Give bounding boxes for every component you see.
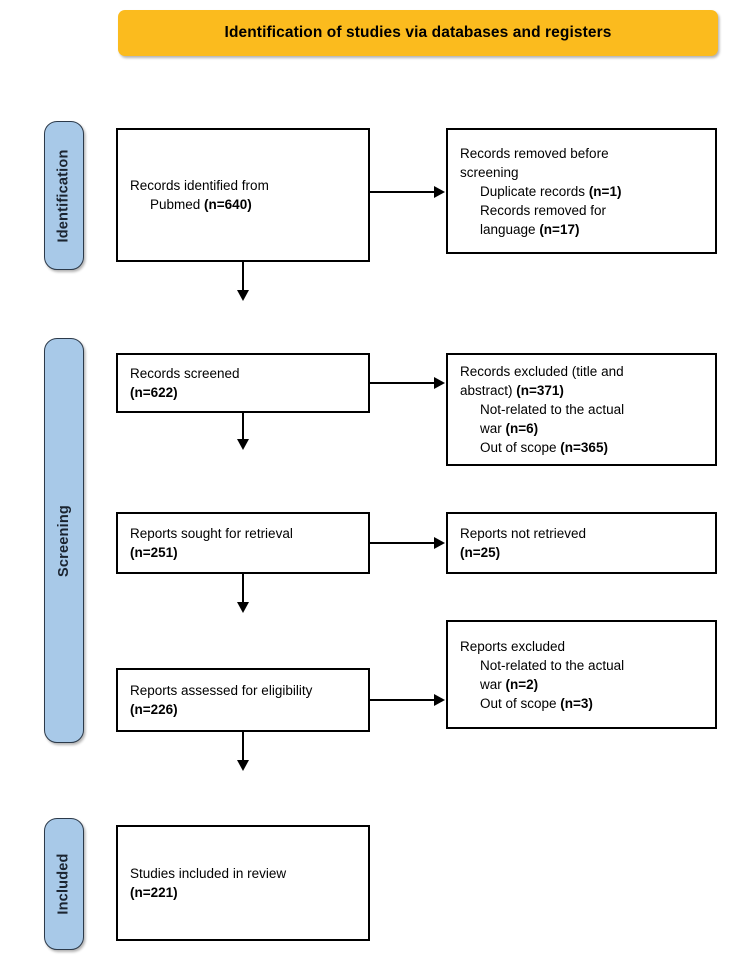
header-banner: Identification of studies via databases … (118, 10, 718, 56)
box-text-plain: war (480, 421, 506, 436)
box-text-count: (n=221) (130, 885, 178, 900)
banner-title: Identification of studies via databases … (224, 24, 612, 41)
box-text-line: (n=221) (130, 883, 356, 902)
box-text-plain: Studies included in review (130, 866, 287, 881)
box-text-count: (n=2) (505, 676, 539, 692)
box-text-line: Reports assessed for eligibility (130, 681, 356, 700)
box-text-plain: Out of scope (480, 440, 561, 455)
box-text-plain: Records screened (130, 366, 240, 381)
box-text-line: Out of scope (n=365) (460, 438, 703, 457)
box-text-line: (n=226) (130, 700, 356, 719)
box-records-screened: Records screened (n=622) (116, 353, 370, 413)
box-text-line: Reports not retrieved (460, 524, 703, 543)
stage-label-screening-text: Screening (56, 504, 73, 577)
box-text-line: Records identified from (130, 176, 356, 195)
box-text-line: war (n=6) (460, 419, 703, 438)
box-text-count: (n=3) (560, 695, 593, 711)
box-text-count: (n=1) (588, 183, 622, 199)
box-text-count: (n=6) (505, 421, 539, 436)
box-text-line: Reports excluded (460, 637, 703, 656)
box-text-line: Out of scope (n=3) (460, 694, 703, 713)
box-text-line: Not-related to the actual (460, 656, 703, 675)
box-text-count: (n=251) (130, 545, 178, 560)
box-reports-not-retrieved: Reports not retrieved (n=25) (446, 512, 717, 574)
box-text-line: Studies included in review (130, 864, 356, 883)
box-text-line: Records screened (130, 364, 356, 383)
box-text-plain: Reports sought for retrieval (130, 526, 293, 541)
stage-label-included: Included (44, 818, 84, 950)
box-text-line: (n=251) (130, 543, 356, 562)
box-text-count: (n=622) (130, 385, 178, 400)
box-text-line: Duplicate records (n=1) (460, 182, 703, 201)
box-text-line: language (n=17) (460, 220, 703, 239)
box-text-plain: Not-related to the actual (480, 657, 625, 673)
box-text-count: (n=226) (130, 702, 178, 717)
box-text-line: screening (460, 163, 703, 182)
box-text-plain: Reports excluded (460, 638, 566, 654)
box-text-plain: Records excluded (title and (460, 364, 624, 379)
box-text-plain: Records removed for (480, 202, 607, 218)
box-text-count: (n=365) (560, 440, 608, 455)
box-text-plain: screening (460, 164, 519, 180)
box-text-count: (n=640) (204, 197, 252, 212)
box-text-plain: war (480, 676, 506, 692)
box-text-plain: abstract) (460, 383, 517, 398)
box-text-plain: Not-related to the actual (480, 402, 625, 417)
box-studies-included: Studies included in review (n=221) (116, 825, 370, 941)
box-reports-sought: Reports sought for retrieval (n=251) (116, 512, 370, 574)
box-text-plain: Reports assessed for eligibility (130, 683, 313, 698)
box-text-line: Records removed for (460, 201, 703, 220)
box-text-line: Reports sought for retrieval (130, 524, 356, 543)
box-text-line: Records excluded (title and (460, 362, 703, 381)
box-text-line: Records removed before (460, 144, 703, 163)
stage-label-identification-text: Identification (56, 148, 72, 243)
box-text-line: Pubmed (n=640) (130, 195, 356, 214)
box-text-count: (n=17) (539, 221, 580, 237)
box-reports-assessed: Reports assessed for eligibility (n=226) (116, 668, 370, 732)
box-text-line: (n=25) (460, 543, 703, 562)
box-text-plain: Records removed before (460, 145, 609, 161)
box-text-plain: Duplicate records (480, 183, 589, 199)
box-text-line: Not-related to the actual (460, 400, 703, 419)
box-text-plain: Records identified from (130, 178, 269, 193)
box-text-line: (n=622) (130, 383, 356, 402)
box-text-line: abstract) (n=371) (460, 381, 703, 400)
box-text-plain: Out of scope (480, 695, 561, 711)
stage-label-included-text: Included (56, 853, 72, 915)
stage-label-identification: Identification (44, 121, 84, 270)
box-text-line: war (n=2) (460, 675, 703, 694)
stage-label-screening: Screening (44, 338, 84, 743)
box-text-plain: language (480, 221, 540, 237)
box-text-count: (n=25) (460, 545, 501, 560)
box-text-count: (n=371) (516, 383, 564, 398)
box-text-plain: Pubmed (150, 197, 205, 212)
box-records-excluded: Records excluded (title and abstract) (n=… (446, 353, 717, 466)
box-text-plain: Reports not retrieved (460, 526, 587, 541)
